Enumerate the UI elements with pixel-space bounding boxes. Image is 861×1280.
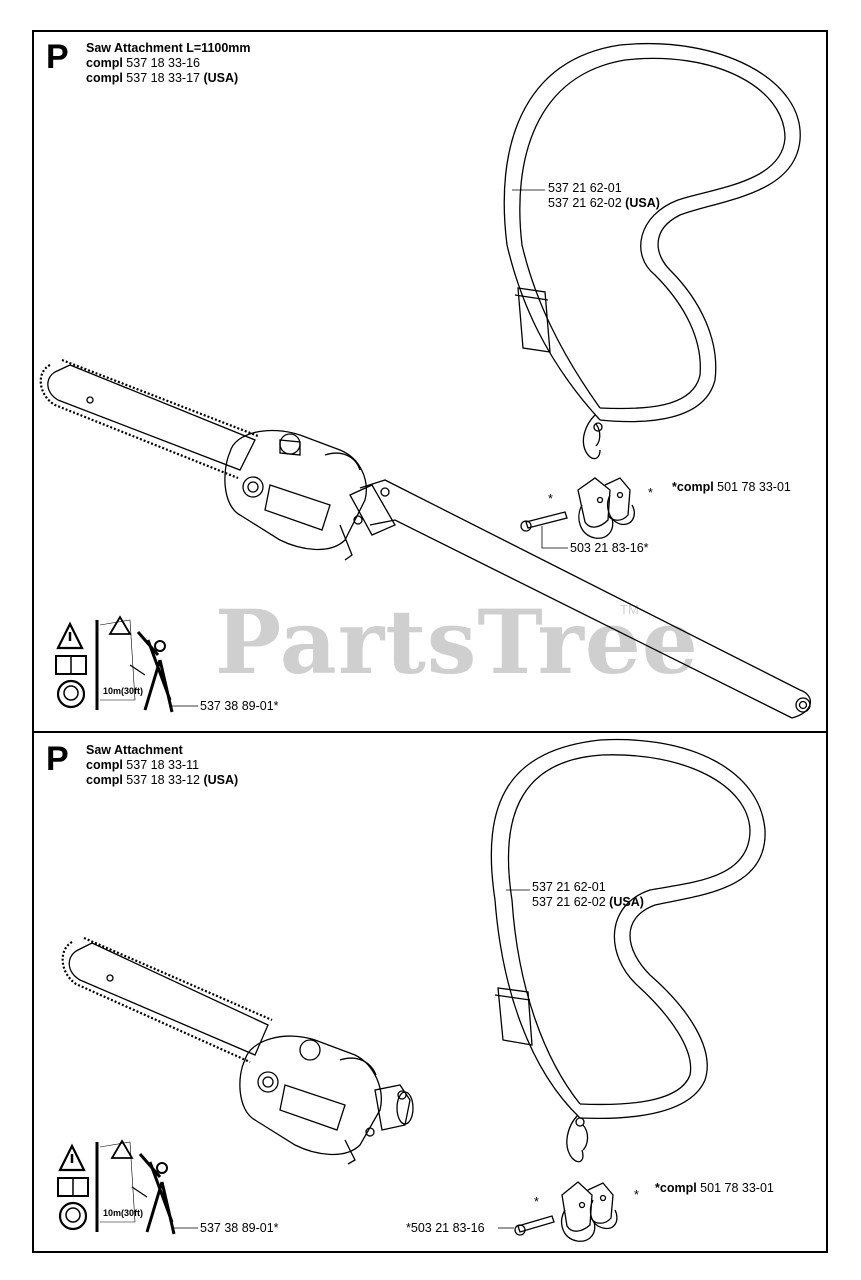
diagram-frame [32, 30, 828, 1253]
warning-decal-2 [57, 1139, 176, 1235]
section-letter-2: P [46, 740, 69, 778]
clamp-illustration-2 [561, 1181, 618, 1242]
strap-label-1: 537 21 62-01 537 21 62-02 (USA) [548, 181, 660, 210]
clamp-kit-label-2: *compl 501 78 33-01 [655, 1181, 774, 1195]
section-title-1: Saw Attachment L=1100mm [86, 41, 251, 55]
watermark: PartsTree [215, 590, 699, 694]
asterisk-1a: * [548, 492, 553, 506]
section-header-1: Saw Attachment L=1100mm compl 537 18 33-… [86, 41, 251, 86]
clamp-kit-label-1: *compl 501 78 33-01 [672, 480, 791, 494]
compl-line-2a: compl 537 18 33-11 [86, 758, 200, 772]
screw-illustration-2 [514, 1215, 555, 1236]
warning-decal-1 [55, 615, 174, 713]
strap-label-2: 537 21 62-01 537 21 62-02 (USA) [532, 880, 644, 909]
section-letter-1: P [46, 38, 69, 76]
screw-label-2: *503 21 83-16 [406, 1221, 485, 1235]
section-divider [32, 731, 828, 733]
screw-illustration-1 [520, 511, 568, 532]
asterisk-2a: * [534, 1195, 539, 1209]
strap-illustration-1 [503, 43, 801, 460]
screw-label-1: 503 21 83-16* [570, 541, 649, 555]
section-title-2: Saw Attachment [86, 743, 183, 757]
compl-line-1b: compl 537 18 33-17 (USA) [86, 71, 239, 85]
compl-line-2b: compl 537 18 33-12 (USA) [86, 773, 239, 787]
decal-label-1: 537 38 89-01* [200, 699, 279, 713]
strap-illustration-2 [490, 738, 766, 1163]
decal-distance-2: 10m(30ft) [103, 1208, 144, 1218]
clamp-illustration-1 [577, 477, 635, 539]
compl-line-1a: compl 537 18 33-16 [86, 56, 200, 70]
asterisk-1b: * [648, 486, 653, 500]
asterisk-2b: * [634, 1188, 639, 1202]
decal-distance-1: 10m(30ft) [103, 686, 144, 696]
section-header-2: Saw Attachment compl 537 18 33-11 compl … [86, 743, 238, 788]
chainsaw-bar-illustration-2 [61, 936, 414, 1165]
chainsaw-bar-illustration-1 [39, 358, 811, 719]
decal-label-2: 537 38 89-01* [200, 1221, 279, 1235]
